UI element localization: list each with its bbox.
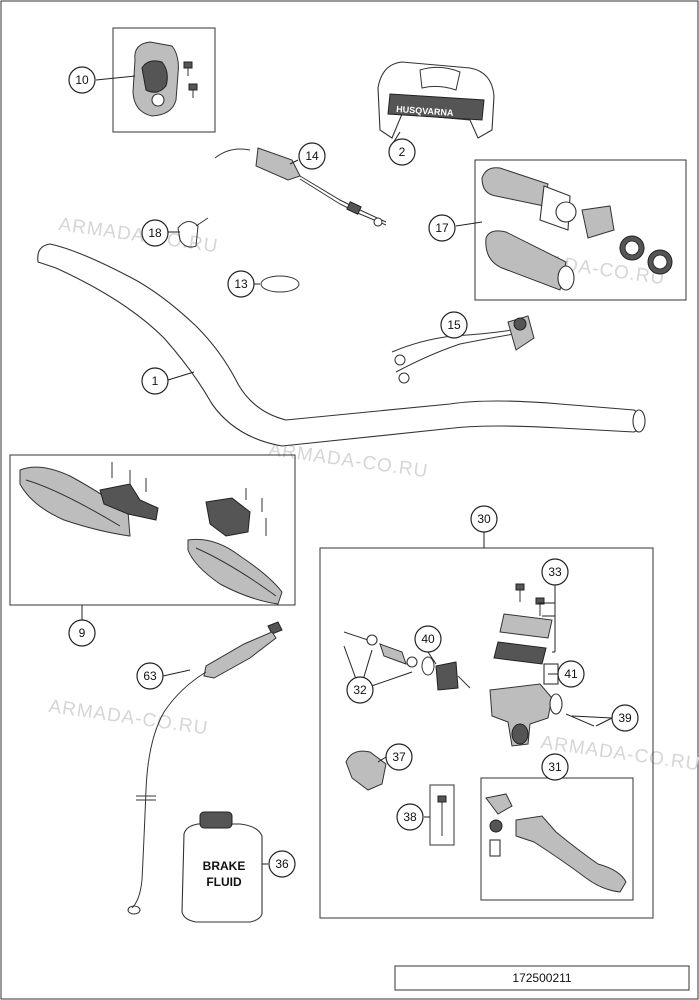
- callout-10: 10: [68, 66, 96, 94]
- callout-32-label: 32: [353, 683, 367, 697]
- callout-39-label: 39: [618, 711, 632, 725]
- callout-18-label: 18: [148, 226, 162, 240]
- frame-part-9: [9, 454, 296, 606]
- frame-part-38: [429, 784, 455, 846]
- frame-part-10: [112, 27, 216, 133]
- callout-2: 2: [388, 138, 416, 166]
- watermark-1: ARMADA-CO.RU: [57, 214, 219, 257]
- catalog-number: 172500211: [512, 971, 572, 985]
- callout-63: 63: [136, 662, 164, 690]
- callout-18: 18: [141, 219, 169, 247]
- callout-9-label: 9: [79, 626, 86, 640]
- callout-1: 1: [141, 367, 169, 395]
- pivot-pin: [565, 713, 595, 727]
- callout-37-label: 37: [392, 750, 406, 764]
- watermark-4: ARMADA-CO.RU: [47, 696, 209, 739]
- callout-14-label: 14: [305, 149, 319, 163]
- bottle-label-line-1: BRAKE: [203, 859, 246, 873]
- callout-40-label: 40: [421, 632, 435, 646]
- cable-tie: [177, 217, 209, 248]
- callout-30: 30: [470, 505, 498, 533]
- callout-2-label: 2: [399, 145, 406, 159]
- callout-15-label: 15: [447, 318, 461, 332]
- callout-37: 37: [385, 743, 413, 771]
- o-ring: [260, 275, 300, 293]
- callout-33: 33: [541, 558, 569, 586]
- switch-housing: [132, 41, 198, 117]
- callout-9: 9: [68, 619, 96, 647]
- callout-41: 41: [557, 660, 585, 688]
- callout-40: 40: [414, 625, 442, 653]
- callout-17-label: 17: [435, 221, 449, 235]
- callout-14: 14: [298, 142, 326, 170]
- hand-guards: [19, 462, 283, 605]
- callout-36-label: 36: [275, 857, 289, 871]
- catalog-number-box: 172500211: [394, 965, 690, 991]
- handlebar-pad: HUSQVARNA: [377, 61, 495, 139]
- callout-10-label: 10: [75, 73, 89, 87]
- callout-13-label: 13: [234, 277, 248, 291]
- callout-30-label: 30: [477, 512, 491, 526]
- clamp-bolt: [437, 795, 447, 836]
- callout-41-label: 41: [564, 667, 578, 681]
- reservoir-cover-set: [493, 583, 553, 665]
- throttle-cable: [214, 147, 387, 227]
- callout-39: 39: [611, 704, 639, 732]
- callout-33-label: 33: [548, 565, 562, 579]
- kill-switch: [391, 315, 535, 384]
- callout-32: 32: [346, 676, 374, 704]
- bottle-label-line-2: FLUID: [206, 875, 242, 889]
- callout-36: 36: [268, 850, 296, 878]
- pad-brand-text: HUSQVARNA: [396, 104, 454, 118]
- grip-set: [481, 167, 673, 291]
- master-cylinder: [489, 683, 563, 747]
- master-piston: [343, 631, 418, 668]
- brake-fluid-bottle: BRAKE FLUID: [181, 811, 263, 923]
- handlebar-clamp: [345, 750, 387, 791]
- watermark-3: ARMADA-CO.RU: [267, 439, 429, 482]
- piston-boot: [421, 656, 471, 691]
- callout-63-label: 63: [143, 669, 157, 683]
- callout-38: 38: [396, 803, 424, 831]
- frame-part-30: [319, 547, 654, 919]
- callout-38-label: 38: [403, 810, 417, 824]
- callout-17: 17: [428, 214, 456, 242]
- brake-hose: [127, 621, 283, 915]
- callout-15: 15: [440, 311, 468, 339]
- frame-part-17: [474, 159, 687, 301]
- callout-31: 31: [541, 753, 569, 781]
- callout-31-label: 31: [548, 760, 562, 774]
- brake-lever: [485, 793, 627, 893]
- callout-1-label: 1: [152, 374, 159, 388]
- callout-13: 13: [227, 270, 255, 298]
